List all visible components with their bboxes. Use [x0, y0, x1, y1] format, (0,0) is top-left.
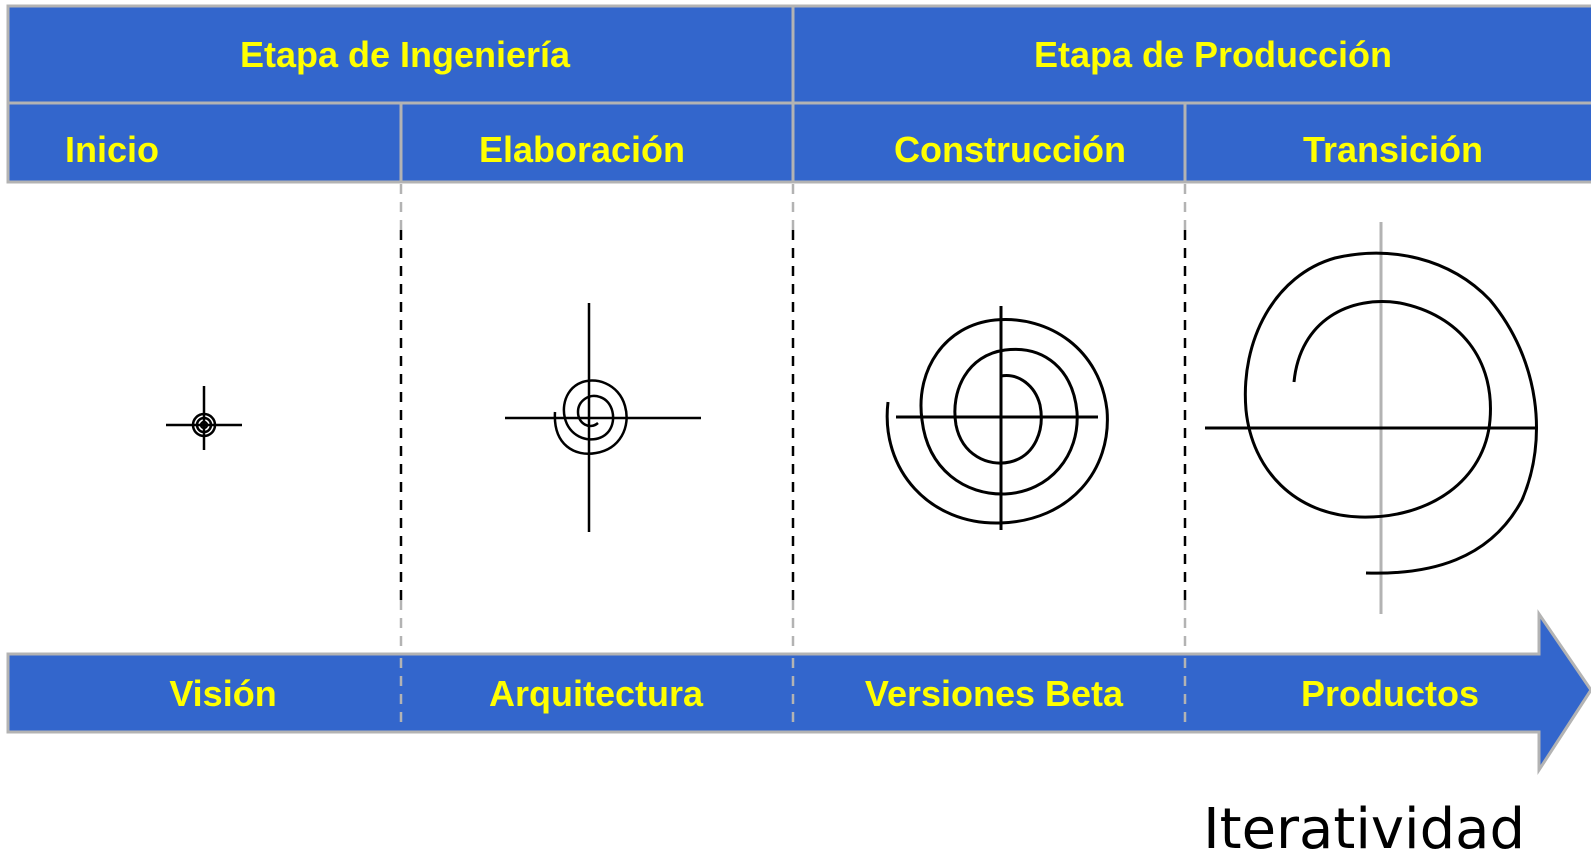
stage-cell-engineering [6, 4, 795, 105]
phase-label-construccion: Construcción [894, 129, 1126, 170]
phase-cell-inicio [6, 101, 403, 184]
spiral-inicio [166, 386, 242, 450]
stage-label-engineering: Etapa de Ingeniería [240, 34, 571, 75]
phase-cell-construccion [791, 101, 1187, 184]
deliverable-label-versiones-beta: Versiones Beta [865, 673, 1124, 714]
spiral-transicion [1205, 222, 1538, 614]
iteratividad-caption: Iteratividad [1203, 797, 1525, 862]
stage-header-band: Etapa de Ingeniería Etapa de Producción [6, 4, 1591, 105]
phase-cell-transicion [1183, 101, 1591, 184]
phase-label-elaboracion: Elaboración [479, 129, 685, 170]
spiral-elaboracion [505, 303, 701, 532]
phase-cell-elaboracion [399, 101, 795, 184]
deliverable-label-productos: Productos [1301, 673, 1479, 714]
stage-cell-production [791, 4, 1591, 105]
phase-header-band: Inicio Elaboración Construcción Transici… [6, 101, 1591, 184]
deliverable-label-vision: Visión [169, 673, 276, 714]
deliverable-label-arquitectura: Arquitectura [489, 673, 704, 714]
phase-label-inicio: Inicio [65, 129, 159, 170]
deliverables-arrow: Visión Arquitectura Versiones Beta Produ… [6, 609, 1591, 776]
deliverables-arrow-shape [6, 609, 1591, 776]
spiral-construccion [885, 306, 1109, 530]
stage-label-production: Etapa de Producción [1034, 34, 1392, 75]
phase-label-transicion: Transición [1303, 129, 1483, 170]
